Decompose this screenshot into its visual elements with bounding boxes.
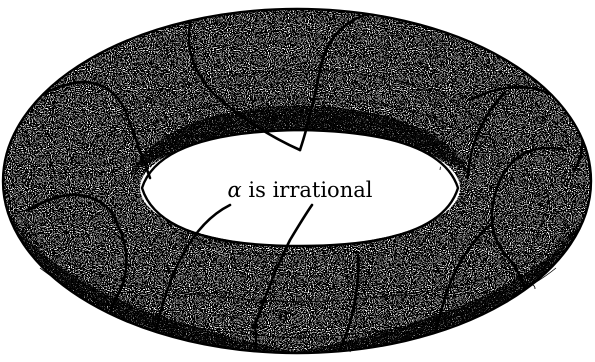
caption-text: α is irrational — [228, 178, 373, 202]
angle-alpha-label: α — [278, 304, 290, 325]
winding-curve-8 — [148, 203, 232, 353]
winding-curve-10 — [251, 324, 258, 353]
alpha-point — [252, 323, 258, 329]
dotted-continuation — [362, 260, 372, 294]
winding-curve-2 — [187, 12, 302, 152]
winding-lines — [26, 10, 584, 353]
torus-hole — [142, 132, 458, 244]
winding-curve-9 — [253, 203, 314, 328]
torus-inner-outline — [140, 128, 460, 248]
winding-curve-12 — [428, 223, 492, 353]
caption-alpha-symbol: α — [228, 178, 242, 202]
caption-is-irrational: is irrational — [242, 178, 373, 202]
winding-curve-5 — [466, 90, 507, 180]
torus-outer-outline — [1, 7, 593, 355]
winding-curve-11 — [333, 253, 360, 353]
winding-curve-1 — [30, 80, 152, 180]
helper-lines — [21, 29, 575, 353]
